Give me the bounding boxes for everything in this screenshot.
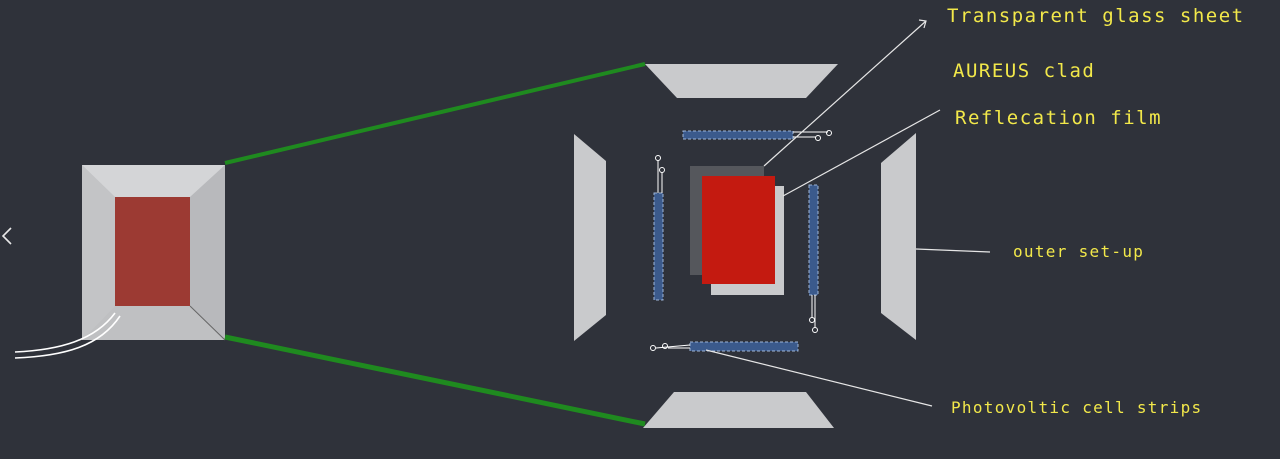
left-frame-top-bevel <box>82 165 225 197</box>
chevron-left-icon[interactable] <box>0 222 16 250</box>
pv-top-terminal-2 <box>815 135 821 141</box>
label-transparent-glass: Transparent glass sheet <box>947 5 1245 27</box>
left-frame-left-bevel <box>82 165 115 340</box>
pv-strip-left <box>653 192 664 301</box>
pv-left-terminal-2 <box>659 167 665 173</box>
leader-reflection <box>782 109 941 197</box>
inner-assembly <box>690 166 784 295</box>
left-red-panel <box>115 197 190 306</box>
red-absorber-panel <box>702 176 775 284</box>
chevron-left-icon-graphic <box>1 227 12 245</box>
left-wire-1 <box>14 312 116 353</box>
leader-lines <box>705 19 991 407</box>
left-frame-crease <box>189 305 226 341</box>
pv-bottom-lead-1 <box>655 344 691 349</box>
outer-setup <box>574 64 916 428</box>
pv-top-terminal-1 <box>826 130 832 136</box>
left-frame-right-bevel <box>190 165 225 340</box>
pv-right-terminal-2 <box>812 327 818 333</box>
pv-left-terminal-1 <box>655 155 661 161</box>
outer-top-panel <box>645 64 838 98</box>
pv-strip-bottom <box>689 341 799 352</box>
pv-bottom-terminal-2 <box>662 343 668 349</box>
label-pv-strips: Photovoltic cell strips <box>951 398 1203 417</box>
left-frame-bottom-bevel <box>82 306 225 340</box>
outer-right-panel <box>881 133 916 340</box>
label-outer-setup: outer set-up <box>1013 242 1145 261</box>
leader-outer <box>915 248 991 253</box>
outer-bottom-panel <box>643 392 834 428</box>
pv-bottom-terminal-1 <box>650 345 656 351</box>
left-device <box>14 165 226 359</box>
leader-pv <box>705 349 933 407</box>
pv-strips <box>650 130 832 352</box>
leader-glass-arrowhead <box>918 19 927 29</box>
pv-strip-right <box>808 184 819 296</box>
green-line-top <box>224 62 646 165</box>
left-wire-2 <box>14 315 121 359</box>
leader-glass <box>763 20 927 167</box>
outer-left-panel <box>574 134 606 341</box>
label-aureus-clad: AUREUS clad <box>953 60 1096 82</box>
label-reflection-film: Reflecation film <box>955 107 1163 129</box>
pv-strip-top <box>682 130 794 140</box>
green-line-bottom <box>224 334 646 427</box>
pv-right-terminal-1 <box>809 317 815 323</box>
